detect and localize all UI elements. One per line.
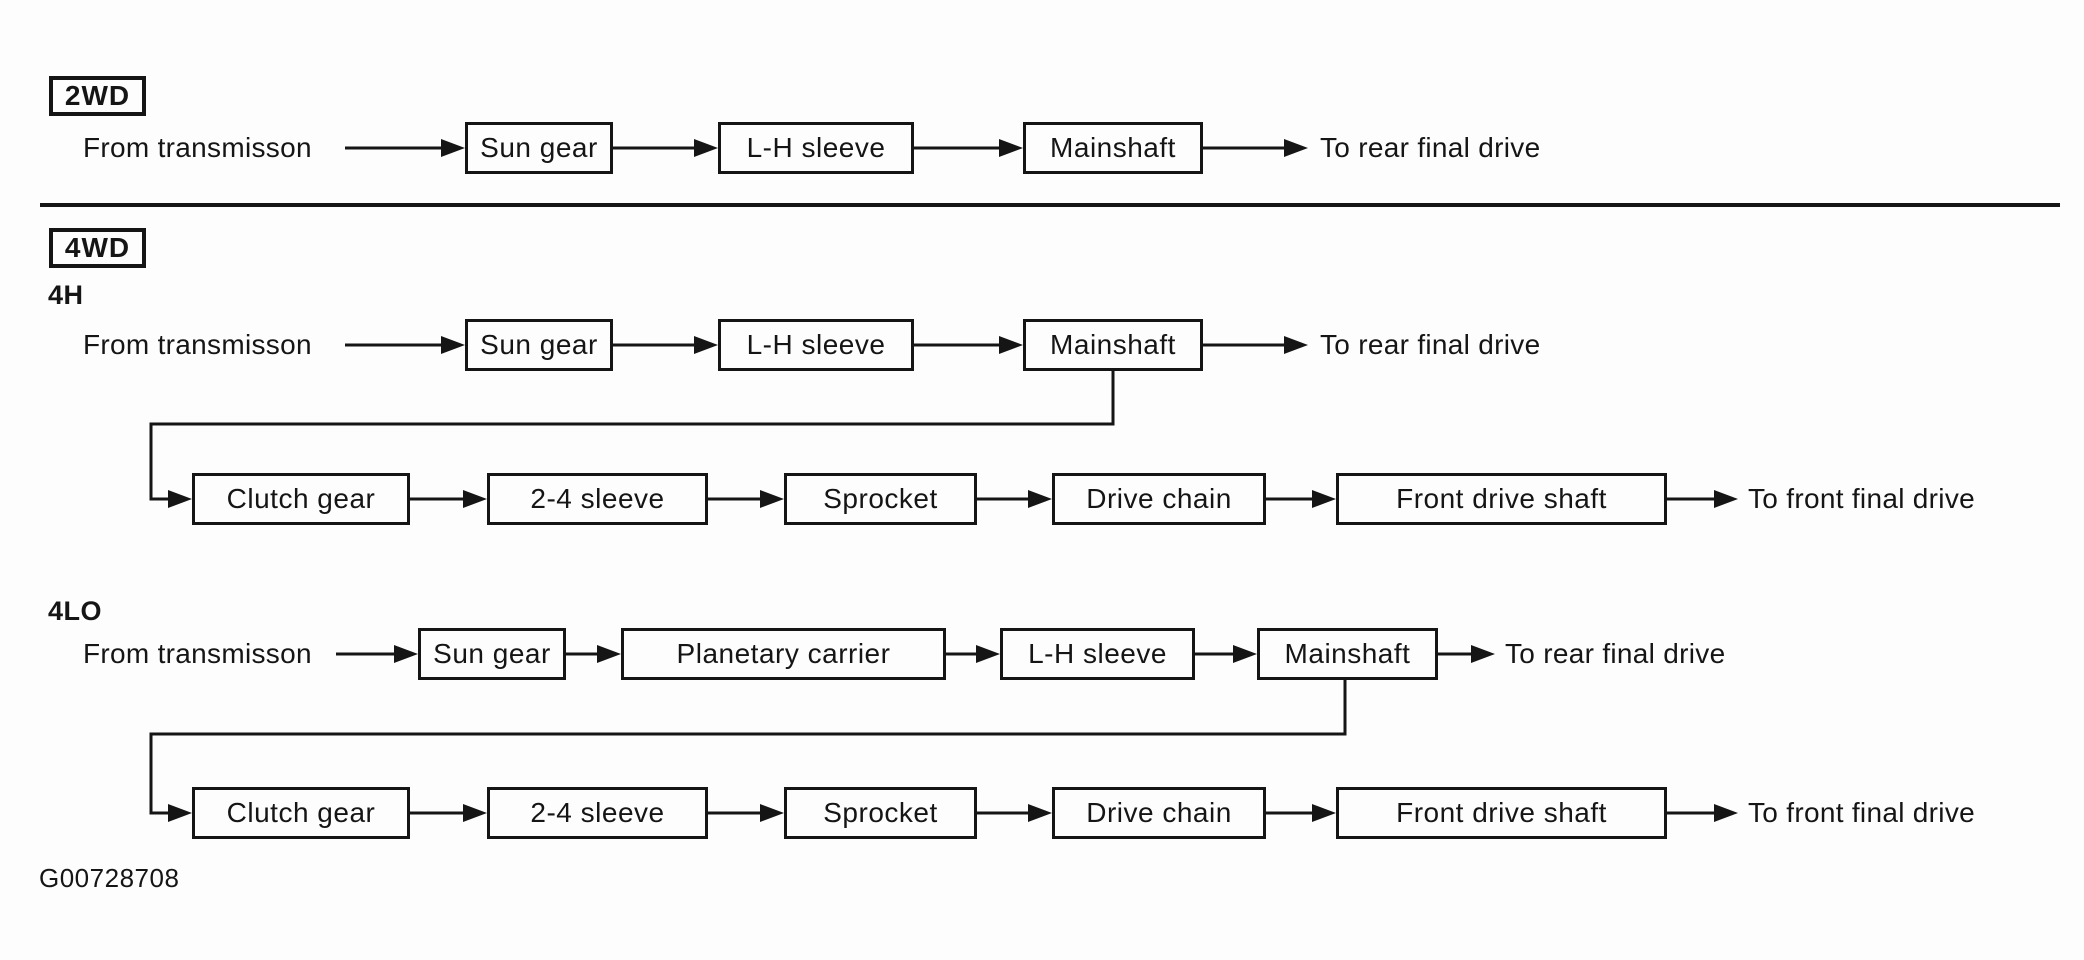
4lo-node-2-4-sleeve: 2-4 sleeve — [487, 787, 708, 839]
4h-node-sun-gear: Sun gear — [465, 319, 613, 371]
arrow-4h-drivechain-frontshaft — [1266, 490, 1336, 508]
4lo-node-clutch-gear: Clutch gear — [192, 787, 410, 839]
4h-to-front-final-drive-label: To front final drive — [1748, 483, 1975, 514]
4h-node-mainshaft: Mainshaft — [1023, 319, 1203, 371]
4lo-node-front-drive-shaft: Front drive shaft — [1336, 787, 1667, 839]
arrow-4lo-lhsleeve-mainshaft — [1195, 645, 1257, 663]
4h-node-clutch-gear: Clutch gear — [192, 473, 410, 525]
arrow-2wd-lhsleeve-mainshaft — [914, 139, 1023, 157]
arrow-2wd-mainshaft-rear — [1203, 139, 1308, 157]
4lo-node-planetary-carrier: Planetary carrier — [621, 628, 946, 680]
4h-node-lh-sleeve: L-H sleeve — [718, 319, 914, 371]
4lo-node-mainshaft: Mainshaft — [1257, 628, 1438, 680]
arrow-4lo-drivechain-frontshaft — [1266, 804, 1336, 822]
arrow-4h-sungear-lhsleeve — [613, 336, 718, 354]
arrow-4lo-clutchgear-24sleeve — [410, 804, 487, 822]
section-divider — [40, 203, 2060, 207]
mode-label-4lo: 4LO — [48, 596, 103, 626]
4lo-node-drive-chain: Drive chain — [1052, 787, 1266, 839]
2wd-node-sun-gear: Sun gear — [465, 122, 613, 174]
4lo-from-transmission-label: From transmisson — [83, 638, 312, 669]
arrow-4lo-frontshaft-front — [1667, 804, 1738, 822]
4h-from-transmission-label: From transmisson — [83, 329, 312, 360]
arrow-4h-frontshaft-front — [1667, 490, 1738, 508]
4lo-node-sprocket: Sprocket — [784, 787, 977, 839]
4h-node-sprocket: Sprocket — [784, 473, 977, 525]
arrow-4lo-planetary-lhsleeve — [946, 645, 1000, 663]
figure-id: G00728708 — [39, 863, 180, 893]
arrow-4h-24sleeve-sprocket — [708, 490, 784, 508]
2wd-from-transmission-label: From transmisson — [83, 132, 312, 163]
arrow-4lo-mainshaft-rear — [1438, 645, 1495, 663]
2wd-node-mainshaft: Mainshaft — [1023, 122, 1203, 174]
4lo-node-lh-sleeve: L-H sleeve — [1000, 628, 1195, 680]
arrow-4h-sprocket-drivechain — [977, 490, 1052, 508]
arrow-4lo-24sleeve-sprocket — [708, 804, 784, 822]
4lo-to-front-final-drive-label: To front final drive — [1748, 797, 1975, 828]
4lo-node-sun-gear: Sun gear — [418, 628, 566, 680]
mode-label-4h: 4H — [48, 280, 84, 310]
4h-to-rear-final-drive-label: To rear final drive — [1320, 329, 1541, 360]
2wd-to-rear-final-drive-label: To rear final drive — [1320, 132, 1541, 163]
arrow-4lo-sprocket-drivechain — [977, 804, 1052, 822]
4h-node-drive-chain: Drive chain — [1052, 473, 1266, 525]
arrow-4h-clutchgear-24sleeve — [410, 490, 487, 508]
4h-node-2-4-sleeve: 2-4 sleeve — [487, 473, 708, 525]
4lo-to-rear-final-drive-label: To rear final drive — [1505, 638, 1726, 669]
arrow-2wd-sungear-lhsleeve — [613, 139, 718, 157]
badge-4wd: 4WD — [49, 228, 146, 268]
arrow-4h-from-sungear — [345, 336, 465, 354]
badge-2wd: 2WD — [49, 76, 146, 116]
2wd-node-lh-sleeve: L-H sleeve — [718, 122, 914, 174]
arrow-4h-lhsleeve-mainshaft — [914, 336, 1023, 354]
arrow-4lo-sungear-planetary — [566, 645, 621, 663]
arrow-4h-mainshaft-rear — [1203, 336, 1308, 354]
arrow-2wd-from-sungear — [345, 139, 465, 157]
arrow-4lo-from-sungear — [336, 645, 418, 663]
4h-node-front-drive-shaft: Front drive shaft — [1336, 473, 1667, 525]
